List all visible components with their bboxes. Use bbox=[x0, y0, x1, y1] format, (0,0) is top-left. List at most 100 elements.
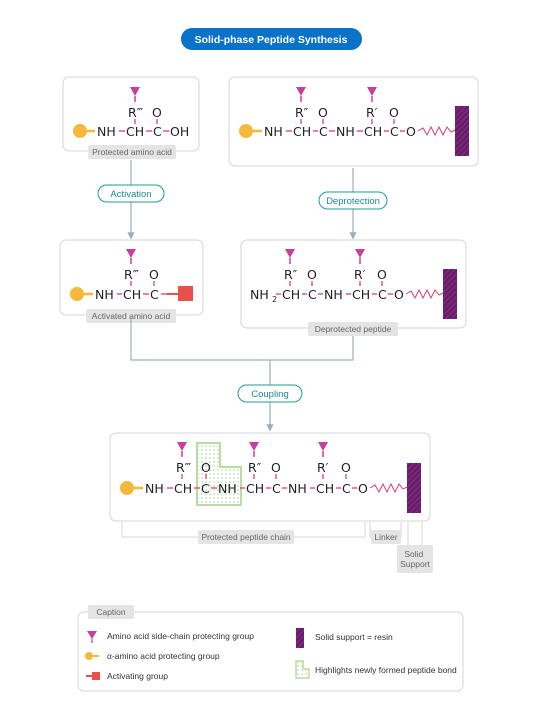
activating-group-icon bbox=[178, 286, 193, 301]
protected-peptide-chain-box: R‴ O R″ O R′ O NH CH C NH CH C NH CH C O bbox=[109, 432, 431, 522]
c-label: C bbox=[150, 287, 159, 302]
diagram-title: Solid-phase Peptide Synthesis bbox=[195, 34, 348, 46]
caption-title: Caption bbox=[96, 607, 126, 617]
resin-icon bbox=[455, 106, 469, 156]
carbonyl-o: O bbox=[389, 105, 399, 120]
side-chain-protecting-icon bbox=[126, 249, 136, 258]
nh-label: NH bbox=[264, 124, 283, 139]
nh-label: NH bbox=[288, 481, 307, 496]
resin-icon bbox=[443, 269, 457, 319]
carbonyl-o: O bbox=[271, 460, 281, 475]
coupling-label: Coupling bbox=[251, 389, 289, 400]
caption-item: Amino acid side-chain protecting group bbox=[107, 631, 254, 641]
side-chain-protecting-icon bbox=[367, 87, 377, 96]
activating-group-icon bbox=[92, 672, 100, 680]
r-group-label: R′ bbox=[354, 267, 366, 282]
side-chain-protecting-icon bbox=[177, 442, 187, 451]
c-label: C bbox=[272, 481, 281, 496]
c-label: C bbox=[319, 124, 328, 139]
ch-label: CH bbox=[123, 287, 141, 302]
ch-label: CH bbox=[364, 124, 382, 139]
carbonyl-o: O bbox=[201, 460, 211, 475]
c-label: C bbox=[378, 287, 387, 302]
linker-squiggle bbox=[417, 125, 456, 137]
ch-label: CH bbox=[352, 287, 370, 302]
nh-label: NH bbox=[218, 481, 237, 496]
c-label: C bbox=[390, 124, 399, 139]
linker-squiggle bbox=[405, 288, 444, 300]
nh-label: NH bbox=[145, 481, 164, 496]
ester-o: O bbox=[394, 287, 404, 302]
c-label: C bbox=[153, 124, 162, 139]
side-chain-protecting-icon bbox=[355, 249, 365, 258]
side-chain-protecting-icon bbox=[130, 87, 140, 96]
c-label: C bbox=[342, 481, 351, 496]
nh2-label: NH bbox=[250, 287, 269, 302]
nh-label: NH bbox=[336, 124, 355, 139]
carbonyl-o: O bbox=[377, 267, 387, 282]
r-group-label: R″ bbox=[248, 460, 262, 475]
alpha-protecting-icon bbox=[85, 652, 93, 660]
r-group-label: R‴ bbox=[128, 105, 144, 120]
step-deprotection: Deprotection bbox=[318, 191, 388, 210]
caption-item: Solid support = resin bbox=[315, 632, 393, 642]
r-group-label: R‴ bbox=[176, 460, 192, 475]
oh-label: OH bbox=[170, 124, 189, 139]
ch-label: CH bbox=[316, 481, 334, 496]
carbonyl-o: O bbox=[149, 267, 159, 282]
ch-label: CH bbox=[293, 124, 311, 139]
nh2-subscript: 2 bbox=[272, 295, 277, 304]
resin-icon bbox=[407, 463, 421, 513]
r-group-label: R″ bbox=[295, 105, 309, 120]
side-chain-protecting-icon bbox=[318, 442, 328, 451]
ch-label: CH bbox=[126, 124, 144, 139]
bond-highlight-icon bbox=[295, 660, 310, 679]
ch-label: CH bbox=[174, 481, 192, 496]
deprotection-label: Deprotection bbox=[326, 196, 380, 207]
linker-label: Linker bbox=[374, 532, 397, 542]
c-label: C bbox=[201, 481, 210, 496]
caption-box: Caption Amino acid side-chain protecting… bbox=[77, 605, 464, 692]
protected-amino-acid-box: R‴ O NH CH C OH Protected amino acid bbox=[62, 76, 200, 159]
ch-label: CH bbox=[282, 287, 300, 302]
step-coupling: Coupling bbox=[237, 384, 303, 403]
peptide-resin-box: R″ O R′ O NH CH C NH CH C O bbox=[228, 76, 479, 167]
r-group-label: R′ bbox=[366, 105, 378, 120]
carbonyl-o: O bbox=[307, 267, 317, 282]
caption-item: α-amino acid protecting group bbox=[107, 651, 220, 661]
nh-label: NH bbox=[95, 287, 114, 302]
activation-label: Activation bbox=[110, 189, 151, 200]
alpha-protecting-icon bbox=[120, 481, 134, 495]
deprotected-peptide-box: R″ O R′ O NH 2 CH C NH CH C O Deprotecte… bbox=[240, 239, 467, 336]
carbonyl-o: O bbox=[318, 105, 328, 120]
side-chain-protecting-icon bbox=[87, 631, 97, 639]
deprotected-peptide-label: Deprotected peptide bbox=[315, 324, 392, 334]
title-pill: Solid-phase Peptide Synthesis bbox=[181, 28, 362, 50]
nh-label: NH bbox=[97, 124, 116, 139]
caption-item: Highlights newly formed peptide bond bbox=[315, 665, 457, 675]
alpha-protecting-icon bbox=[73, 124, 87, 138]
activated-amino-acid-box: R‴ O NH CH C Activated amino acid bbox=[59, 239, 204, 323]
side-chain-protecting-icon bbox=[296, 87, 306, 96]
ester-o: O bbox=[358, 481, 368, 496]
resin-icon bbox=[296, 628, 304, 648]
c-label: C bbox=[308, 287, 317, 302]
linker-squiggle bbox=[369, 482, 408, 494]
new-peptide-bond-highlight bbox=[196, 442, 242, 506]
ester-o: O bbox=[406, 124, 416, 139]
alpha-protecting-icon bbox=[70, 287, 84, 301]
r-group-label: R″ bbox=[284, 267, 298, 282]
alpha-protecting-icon bbox=[239, 124, 253, 138]
side-chain-protecting-icon bbox=[249, 442, 259, 451]
ch-label: CH bbox=[246, 481, 264, 496]
caption-item: Activating group bbox=[107, 671, 168, 681]
nh-label: NH bbox=[324, 287, 343, 302]
step-activation: Activation bbox=[97, 184, 165, 203]
side-chain-protecting-icon bbox=[285, 249, 295, 258]
carbonyl-o: O bbox=[152, 105, 162, 120]
protected-peptide-chain-label: Protected peptide chain bbox=[201, 532, 291, 542]
r-group-label: R′ bbox=[317, 460, 329, 475]
protected-amino-acid-label: Protected amino acid bbox=[92, 147, 172, 157]
carbonyl-o: O bbox=[341, 460, 351, 475]
